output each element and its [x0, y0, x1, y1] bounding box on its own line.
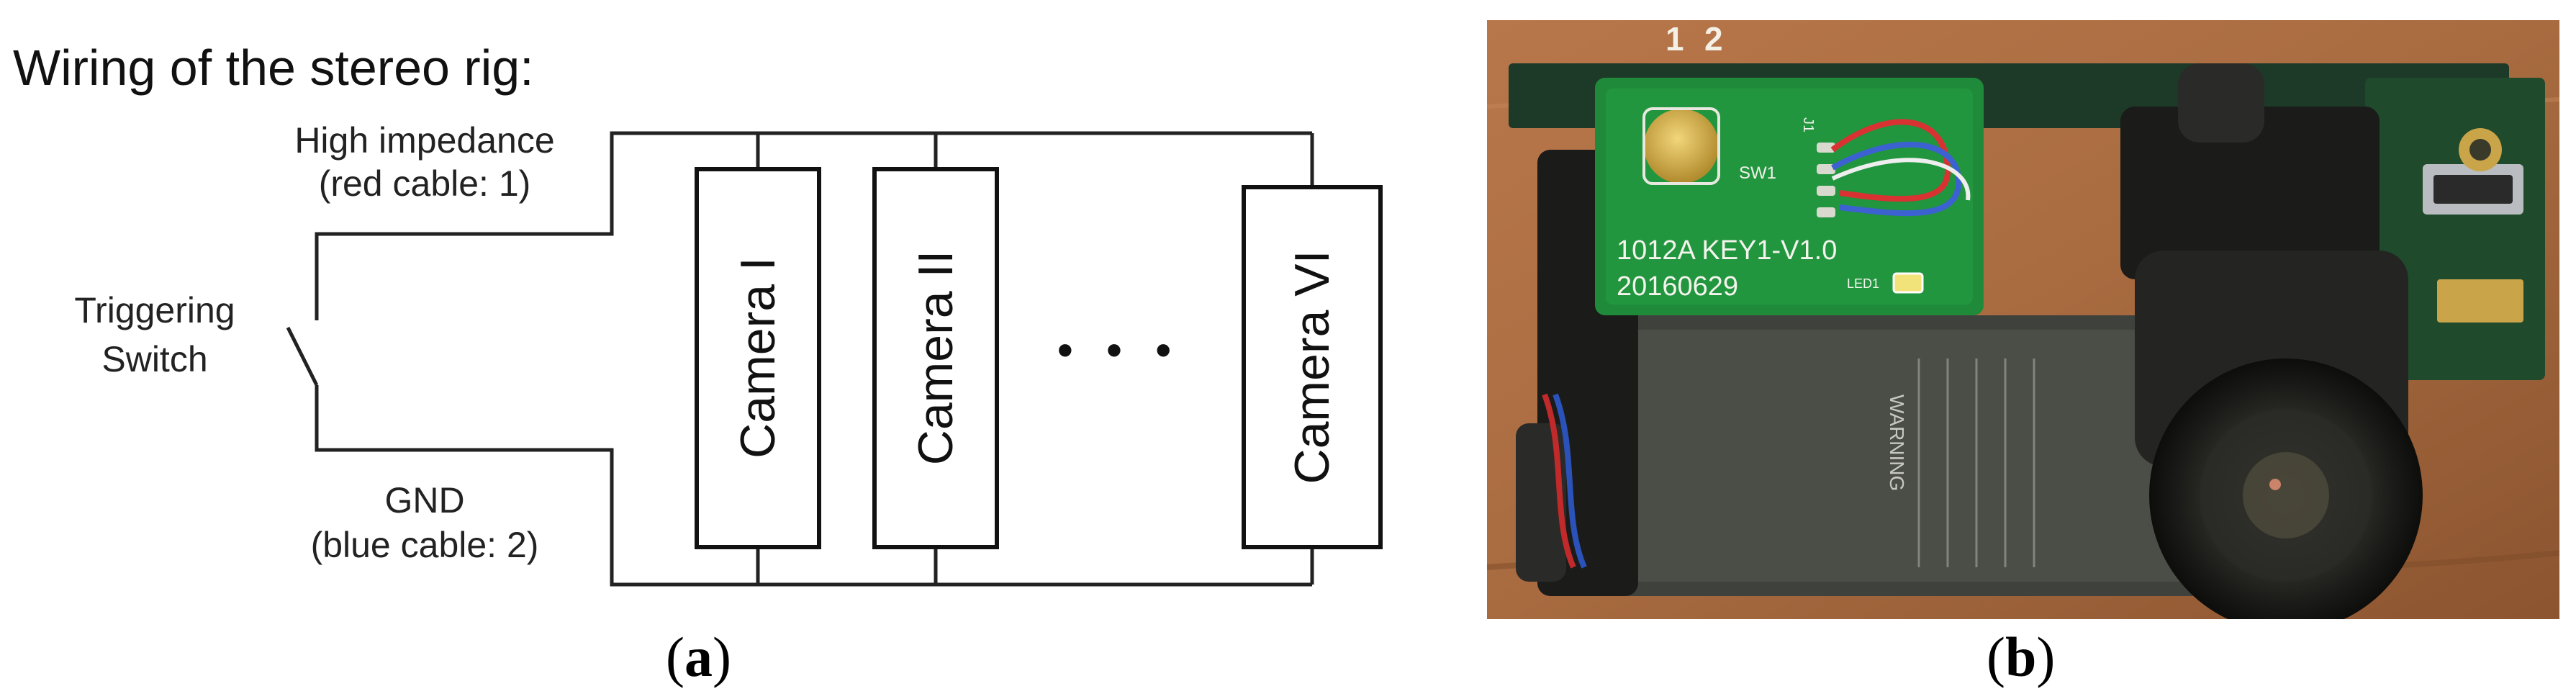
switch-label-line2: Switch — [101, 339, 207, 379]
bottom-wire-label-line1: GND — [384, 480, 464, 520]
tact-switch — [1644, 109, 1719, 184]
switch-label-line1: Triggering — [74, 290, 235, 330]
wiring-diagram: Wiring of the stereo rig: High impedance… — [13, 40, 1383, 587]
top-wire — [315, 131, 1312, 320]
camera-label-1: Camera I — [731, 257, 785, 459]
camera-box-6 — [1242, 185, 1383, 549]
hdmi-port — [2437, 279, 2523, 323]
camera-label-6: Camera VI — [1285, 251, 1339, 484]
trigger-switch-lever — [286, 326, 319, 387]
subfigure-label-a: (a) — [666, 626, 731, 688]
led — [1892, 272, 1924, 294]
pin-label-2: 2 — [1704, 20, 1723, 58]
pin-label-1: 1 — [1666, 20, 1684, 58]
camera-board-photo: 1 2 WARNING SW1 J1 1012 — [1487, 20, 2559, 619]
solder-pads — [1817, 143, 1835, 217]
circuit-wires — [286, 131, 1314, 587]
top-wire-label-line2: (red cable: 1) — [319, 163, 531, 204]
camera-box-2 — [872, 167, 999, 549]
top-wire-label-line1: High impedance — [294, 120, 554, 161]
board-text-line2: 20160629 — [1617, 271, 1738, 302]
jack-silk: J1 — [1800, 117, 1816, 132]
lens-mount — [2120, 107, 2380, 279]
red-wire — [1830, 119, 1951, 202]
camera-box-1 — [695, 167, 821, 549]
bottom-wire-label-line2: (blue cable: 2) — [311, 525, 539, 565]
switch-silk: SW1 — [1739, 163, 1776, 183]
camera-label-2: Camera II — [908, 251, 963, 466]
board-text-line1: 1012A KEY1-V1.0 — [1617, 235, 1837, 266]
battery-warning: WARNING — [1886, 394, 1908, 491]
led-silk: LED1 — [1847, 276, 1879, 291]
bottom-wire — [315, 385, 1312, 587]
ellipsis: • • • — [1057, 324, 1182, 376]
subfigure-label-b: (b) — [1987, 626, 2056, 688]
diagram-title: Wiring of the stereo rig: — [13, 40, 534, 96]
blue-wire — [1831, 141, 1962, 217]
